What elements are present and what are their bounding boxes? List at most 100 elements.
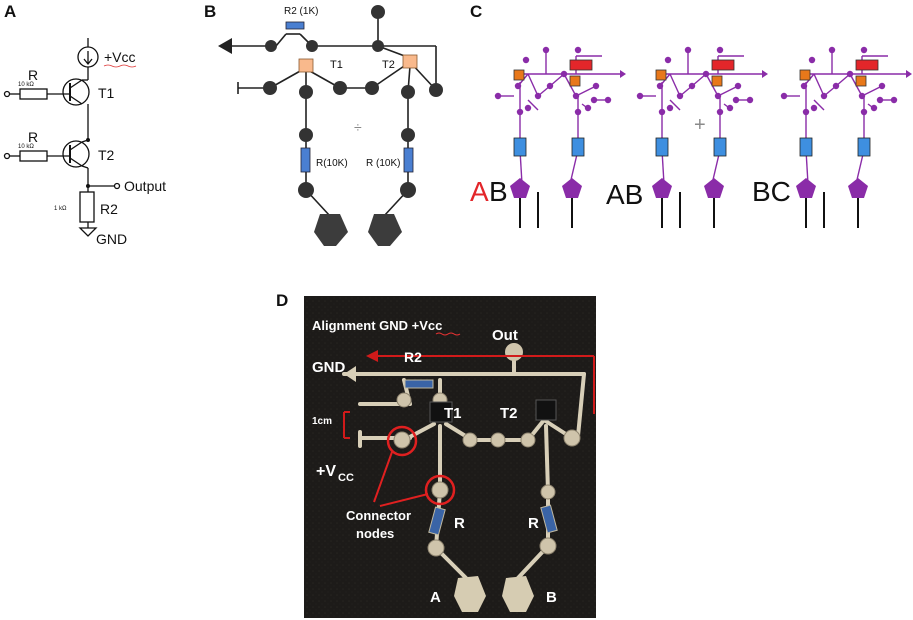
panel-d-letter: D [276,291,289,310]
panel-b-r-right-resistor [403,147,414,173]
panel-a-vcc-underline [103,64,137,68]
panel-b-r-left-label: R(10K) [316,158,348,169]
panel-c-t1-transistor [513,69,525,81]
panel-c-node [802,108,810,116]
panel-d-vcc-underline [435,332,461,336]
panel-c-node [732,96,740,104]
panel-c-letter: C [470,2,483,21]
panel-c-wire [717,85,739,97]
panel-b-t1-label: T1 [330,59,343,71]
panel-c-t1-transistor [655,69,667,81]
panel-c-r2-resistor [711,59,735,71]
panel-a-r-top-label: R [28,67,38,83]
panel-c-node [572,92,580,100]
panel-a-gnd-label: GND [96,231,127,247]
panel-c-t1-transistor [799,69,811,81]
panel-c-r-right-resistor [713,137,727,157]
panel-b-t2-label: T2 [382,59,395,71]
panel-c-node [810,104,818,112]
panel-c-node [716,108,724,116]
panel-b-pad-a [314,214,348,246]
panel-c-wire [861,85,883,97]
panel-c-wire [575,85,597,97]
panel-c-r2-resistor [569,59,593,71]
panel-c-wire [813,99,825,111]
panel-b-t1-transistor [298,58,314,73]
panel-c-node [688,82,696,90]
panel-a-schematic [3,38,121,237]
panel-a-dots [86,138,90,188]
panel-d-vcc-subscript: CC [338,472,354,484]
panel-b-r2-label: R2 (1K) [284,6,318,17]
panel-c-pad-a [796,178,816,198]
panel-c-wire [669,73,681,97]
panel-c-label1-a: A [470,176,489,207]
panel-c-node [832,82,840,90]
panel-b-pad-b [368,214,402,246]
panel-c-node [726,104,734,112]
panel-c-node [890,96,898,104]
panel-c-label1-b: B [489,176,508,207]
arrow-icon [762,70,768,78]
panel-c-node [734,82,742,90]
panel-d-out-label: Out [492,327,518,344]
panel-d-t2-label: T2 [500,405,518,422]
panel-c-node [514,82,522,90]
panel-c-node [636,92,644,100]
panel-c-node [800,82,808,90]
panel-c-node [574,46,582,54]
panel-c-variant-ab-red [494,46,626,228]
panel-c-r-left-resistor [799,137,813,157]
panel-d-a-label: A [430,589,441,606]
panel-d-r-right-label: R [528,515,539,532]
panel-c-variant-bc [780,46,912,228]
panel-c-pad-a [652,178,672,198]
panel-c-node [878,82,886,90]
panel-d-alignment-label: Alignment GND +Vcc [312,318,442,333]
panel-c-node [522,56,530,64]
panel-c-node [820,92,828,100]
panel-c-node [746,96,754,104]
panel-c-node [560,70,568,78]
panel-a-r-mid-label: R [28,129,38,145]
panel-d-connector-label-2: nodes [356,526,394,541]
panel-a-t2-label: T2 [98,147,115,163]
panel-a-r-top-value: 10 kΩ [18,82,34,88]
panel-d-connector-label-1: Connector [346,508,411,523]
panel-c-node [604,96,612,104]
panel-b-letter: B [204,2,217,21]
panel-c-node [494,92,502,100]
panel-c-r-right-resistor [857,137,871,157]
panel-c-node [664,56,672,64]
panel-c-pad-b [704,178,724,198]
panel-c-node [590,96,598,104]
panel-c-wire [813,73,825,97]
panel-d-t1-label: T1 [444,405,462,422]
panel-b-r-left-resistor [300,147,311,173]
panel-d-photo [304,296,596,618]
panel-c-node [716,46,724,54]
panel-b-r2-resistor [285,21,305,30]
panel-c-node [714,92,722,100]
panel-c-node [592,82,600,90]
panel-c-node [702,70,710,78]
panel-d-r-left-label: R [454,515,465,532]
panel-c-node [846,70,854,78]
panel-c-pad-b [562,178,582,198]
panel-c-node [684,46,692,54]
panel-c-label2: AB [606,179,643,210]
panel-c-node [574,108,582,116]
arrow-icon [906,70,912,78]
panel-b-arrow-icon [218,38,232,54]
panel-c-node [808,56,816,64]
panel-c-node [858,92,866,100]
arrow-icon [620,70,626,78]
panel-c-node [780,92,788,100]
panel-b-r-right-label: R (10K) [366,158,400,169]
panel-d-vcc-label: +V [316,463,336,480]
panel-c-wire [669,99,681,111]
panel-c-node [658,108,666,116]
panel-c-node [546,82,554,90]
panel-c-wire [527,73,539,97]
